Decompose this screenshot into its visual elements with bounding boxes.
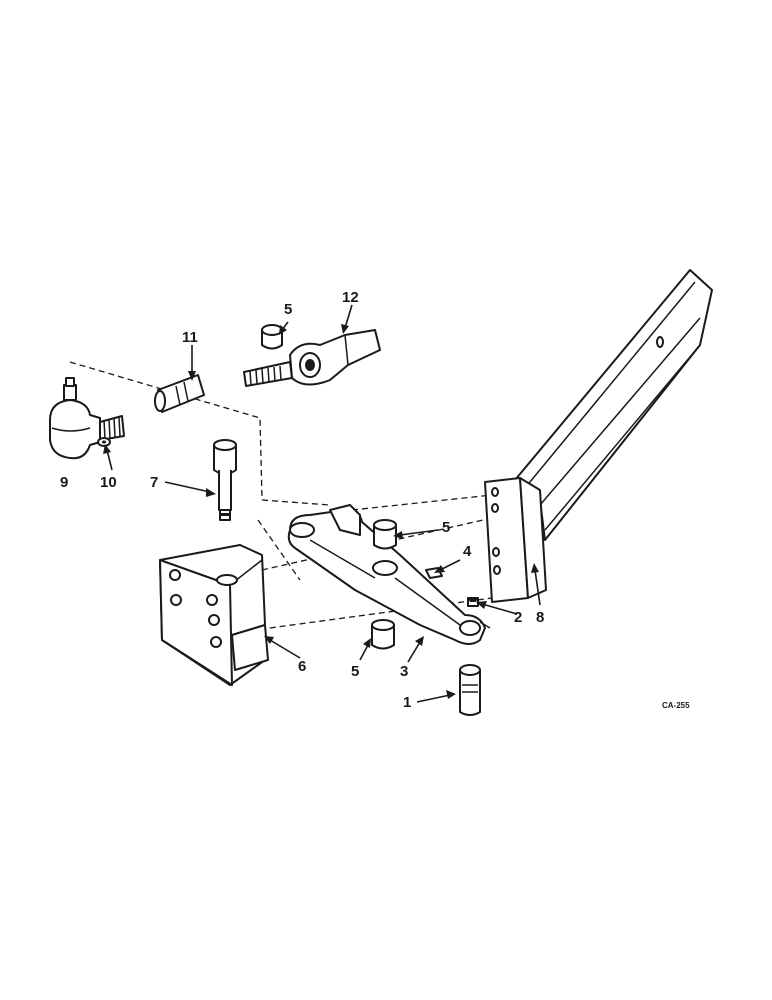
bolt-part-7 — [213, 439, 237, 521]
bushing-part-5-upper — [373, 519, 397, 550]
callout-10: 10 — [100, 474, 117, 491]
callout-12: 12 — [342, 289, 359, 306]
frame-rail-part-8 — [484, 269, 713, 603]
leader-lines — [103, 304, 541, 703]
callout-5-upper: 5 — [442, 519, 450, 536]
callout-labels: 1 2 3 4 5 5 5 6 7 8 9 10 11 12 CA-255 — [60, 289, 690, 711]
nut-part-10 — [97, 437, 111, 447]
tie-rod-end-part-9 — [49, 377, 125, 460]
pin-part-1 — [459, 664, 481, 716]
callout-3: 3 — [400, 663, 408, 680]
callout-6: 6 — [298, 658, 306, 675]
sleeve-part-11 — [154, 374, 205, 413]
bracket-part-6 — [159, 544, 269, 686]
callout-8: 8 — [536, 609, 544, 626]
callout-4: 4 — [463, 543, 472, 560]
callout-11: 11 — [182, 329, 198, 346]
tie-rod-part-12 — [243, 329, 381, 387]
callout-1: 1 — [403, 694, 411, 711]
callout-5-top: 5 — [284, 301, 292, 318]
figure-code: CA-255 — [662, 701, 690, 710]
callout-2: 2 — [514, 609, 522, 626]
callout-7: 7 — [150, 474, 158, 491]
callout-9: 9 — [60, 474, 68, 491]
bushing-part-5-top — [261, 324, 283, 350]
bushing-part-5-lower — [371, 619, 395, 650]
steering-arm-part-3 — [287, 504, 491, 645]
set-screw-part-2 — [467, 597, 479, 607]
callout-5-lower: 5 — [351, 663, 359, 680]
